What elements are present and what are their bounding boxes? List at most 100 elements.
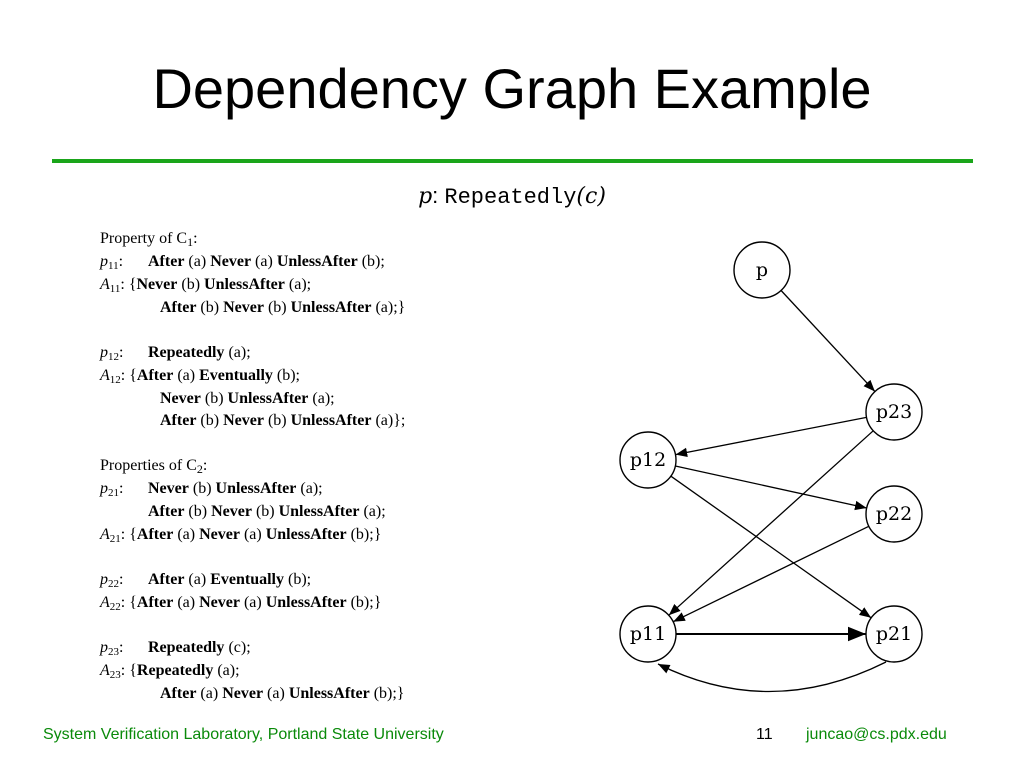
a22-line: A22: {After (a) Never (a) UnlessAfter (b… xyxy=(100,593,381,617)
a11-a1: (b) xyxy=(177,276,205,293)
node-circle-p22 xyxy=(865,485,923,543)
a21-sub: 21 xyxy=(109,533,121,545)
node-label-p21: p21 xyxy=(876,623,912,645)
p23-kw1: Repeatedly xyxy=(148,639,225,656)
formula-close: ) xyxy=(597,184,606,209)
a12-kw1: After xyxy=(136,367,174,384)
a22-sub: 22 xyxy=(109,601,121,613)
p21-colon: : xyxy=(119,480,124,497)
p11-sub: 11 xyxy=(108,260,119,272)
a21-line: A21: {After (a) Never (a) UnlessAfter (b… xyxy=(100,525,381,549)
a11-colon: : { xyxy=(120,276,137,293)
main-formula: p: Repeatedly(c) xyxy=(0,183,1024,210)
a12-sub: 12 xyxy=(109,374,121,386)
c2-header-text: Properties of C xyxy=(100,457,197,474)
p21-line2: After (b) Never (b) UnlessAfter (a); xyxy=(148,502,386,521)
a11-kw2: UnlessAfter xyxy=(204,276,285,293)
a12c-a1: (b) xyxy=(196,412,224,429)
p11-line: p11:After (a) Never (a) UnlessAfter (b); xyxy=(100,252,385,276)
p11-kw2: Never xyxy=(210,253,252,270)
node-label-p: p xyxy=(756,259,768,281)
a23b-a1: (a) xyxy=(196,685,223,702)
a22-kw1: After xyxy=(136,594,174,611)
a12-line2: Never (b) UnlessAfter (a); xyxy=(160,389,335,408)
edge-p21-p11 xyxy=(657,661,887,693)
title-divider xyxy=(52,159,973,163)
a12c-kw2: Never xyxy=(223,412,264,429)
a23-a1: (a); xyxy=(213,662,240,679)
node-circle-p23 xyxy=(865,383,923,441)
a21-var: A xyxy=(100,526,110,543)
p11-kw1: After xyxy=(148,253,185,270)
a12b-a1: (b) xyxy=(200,390,228,407)
a11b-kw2: Never xyxy=(223,299,264,316)
p11-kw3: UnlessAfter xyxy=(276,253,358,270)
node-p: p xyxy=(733,241,791,299)
a12-a1: (a) xyxy=(173,367,200,384)
p12-colon: : xyxy=(119,344,124,361)
a12b-a2: (a); xyxy=(308,390,335,407)
a21-a2: (a) xyxy=(239,526,266,543)
node-circle-p11 xyxy=(619,605,677,663)
p22-kw1: After xyxy=(148,571,185,588)
p23-line: p23:Repeatedly (c); xyxy=(100,638,251,662)
a23-line1: A23: {Repeatedly (a); xyxy=(100,661,240,685)
p21-kw1: Never xyxy=(148,480,189,497)
a21-a1: (a) xyxy=(173,526,200,543)
a22-a1: (a) xyxy=(173,594,200,611)
a21-a3: (b);} xyxy=(346,526,382,543)
a12-line1: A12: {After (a) Eventually (b); xyxy=(100,366,300,390)
a12-var: A xyxy=(100,367,110,384)
c1-header: Property of C1: xyxy=(100,229,198,252)
p21-a2: (a); xyxy=(296,480,323,497)
a12-kw2: Eventually xyxy=(199,367,273,384)
p21b-a2: (b) xyxy=(251,503,279,520)
a21-kw2: Never xyxy=(199,526,240,543)
a12-colon: : { xyxy=(120,367,137,384)
a22-var: A xyxy=(100,594,110,611)
a11-a2: (a); xyxy=(284,276,312,293)
p12-a1: (a); xyxy=(224,344,251,361)
a12b-kw2: UnlessAfter xyxy=(227,390,309,407)
formula-sep: : xyxy=(432,183,445,208)
p23-sub: 23 xyxy=(108,646,119,658)
p23-a1: (c); xyxy=(224,639,251,656)
node-circle-p12 xyxy=(619,431,677,489)
edge-p23-p11 xyxy=(668,430,874,616)
a23b-kw1: After xyxy=(160,685,197,702)
a23b-a3: (b);} xyxy=(369,685,405,702)
p21b-a3: (a); xyxy=(359,503,386,520)
a23-colon: : { xyxy=(120,662,137,679)
c2-header-end: : xyxy=(202,457,208,474)
c1-header-text: Property of C xyxy=(100,230,188,247)
p22-sub: 22 xyxy=(108,578,119,590)
c1-header-sub: 1 xyxy=(187,235,194,249)
a11b-a2: (b) xyxy=(263,299,291,316)
node-label-p12: p12 xyxy=(630,449,666,471)
node-circle-p21 xyxy=(865,605,923,663)
a23-kw1: Repeatedly xyxy=(136,662,214,679)
formula-var: p xyxy=(418,184,433,209)
edge-layer xyxy=(657,290,887,693)
a11-line1: A11: {Never (b) UnlessAfter (a); xyxy=(100,275,311,299)
p21-a1: (b) xyxy=(188,480,216,497)
a12-line3: After (b) Never (b) UnlessAfter (a)}; xyxy=(160,411,405,430)
a23-line2: After (a) Never (a) UnlessAfter (b);} xyxy=(160,684,404,703)
node-p12: p12 xyxy=(619,431,677,489)
a11b-a3: (a);} xyxy=(371,299,406,316)
p22-kw2: Eventually xyxy=(210,571,284,588)
footer-email[interactable]: juncao@cs.pdx.edu xyxy=(806,726,947,743)
a23-sub: 23 xyxy=(109,669,121,681)
a12c-kw1: After xyxy=(160,412,197,429)
a12-a2: (b); xyxy=(272,367,300,384)
edge-p12-p21 xyxy=(670,475,872,619)
node-p11: p11 xyxy=(619,605,677,663)
p21-sub: 21 xyxy=(108,487,119,499)
p21b-a1: (b) xyxy=(184,503,212,520)
p22-a1: (a) xyxy=(184,571,211,588)
page-number: 11 xyxy=(756,726,773,743)
a12c-a3: (a)}; xyxy=(371,412,406,429)
p23-colon: : xyxy=(119,639,124,656)
a22-a3: (b);} xyxy=(346,594,382,611)
